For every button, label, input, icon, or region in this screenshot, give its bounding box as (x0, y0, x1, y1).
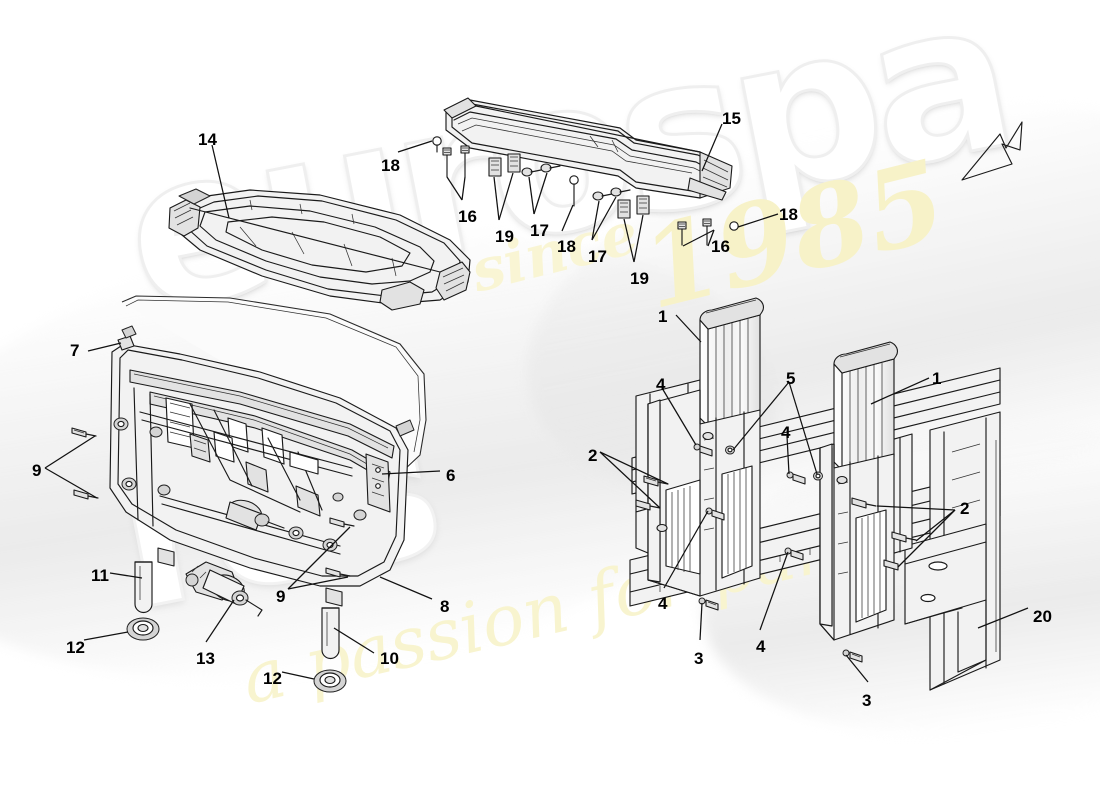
fastener-18-a (432, 136, 442, 153)
callout-4-mid-right: 4 (756, 637, 766, 656)
callout-4-upper-right: 4 (781, 423, 791, 442)
fastener-18-c (729, 221, 739, 231)
callout-1-right: 1 (932, 369, 942, 388)
callout-4-upper-left: 4 (656, 375, 666, 394)
callout-14: 14 (198, 130, 217, 149)
part-12-bushing-right (313, 669, 347, 693)
callout-12-left: 12 (66, 638, 85, 657)
part-11-pivot-tube (134, 561, 153, 613)
part-14-rear-panel-frame (168, 188, 471, 311)
callout-10: 10 (380, 649, 399, 668)
callout-13: 13 (196, 649, 215, 668)
callout-11: 11 (91, 566, 109, 585)
callout-17-b: 17 (588, 247, 607, 266)
part-10-pivot-tube (321, 607, 340, 659)
fastener-5-b (813, 471, 823, 481)
fastener-4-b (786, 471, 806, 485)
callout-5: 5 (786, 369, 796, 388)
callout-9-left: 9 (32, 461, 42, 480)
fastener-17-a (521, 163, 561, 177)
callout-4-mid-left: 4 (658, 594, 668, 613)
fastener-17-b (592, 187, 631, 201)
callout-3-right: 3 (862, 691, 872, 710)
callout-2-left: 2 (588, 446, 598, 465)
callout-19-b: 19 (630, 269, 649, 288)
callout-2-right: 2 (960, 499, 970, 518)
callout-18-a: 18 (381, 156, 400, 175)
callout-16-a: 16 (458, 207, 477, 226)
callout-1-left: 1 (658, 307, 668, 326)
callout-6: 6 (446, 466, 456, 485)
callout-17-a: 17 (530, 221, 549, 240)
fastener-18-b (569, 175, 579, 207)
callout-7: 7 (70, 341, 80, 360)
part-1-roll-bar-cassette-right (819, 341, 898, 641)
callout-18-c: 18 (779, 205, 798, 224)
part-1-roll-bar-cassette-left (647, 297, 764, 597)
fastener-3-right (842, 649, 863, 663)
part-12-bushing-left (126, 617, 160, 641)
fastener-9-left (71, 427, 99, 500)
callout-19-a: 19 (495, 227, 514, 246)
fastener-16-a (442, 145, 470, 178)
callout-15: 15 (722, 109, 741, 128)
callout-8: 8 (440, 597, 450, 616)
callout-20: 20 (1033, 607, 1052, 626)
callout-3-left: 3 (694, 649, 704, 668)
part-8-door-panel-assembly (109, 295, 427, 607)
callout-16-b: 16 (711, 237, 730, 256)
fastener-19-b (617, 195, 650, 219)
forward-direction-arrow (961, 121, 1023, 181)
fastener-19-a (488, 153, 521, 177)
part-13-regulator-motor (185, 561, 263, 617)
part-15-rear-trim-cover (443, 97, 733, 201)
callout-12-right: 12 (263, 669, 282, 688)
part-6-bracket (365, 453, 391, 513)
callout-9-right: 9 (276, 587, 286, 606)
fastener-16-b (677, 218, 712, 246)
callout-18-b: 18 (557, 237, 576, 256)
